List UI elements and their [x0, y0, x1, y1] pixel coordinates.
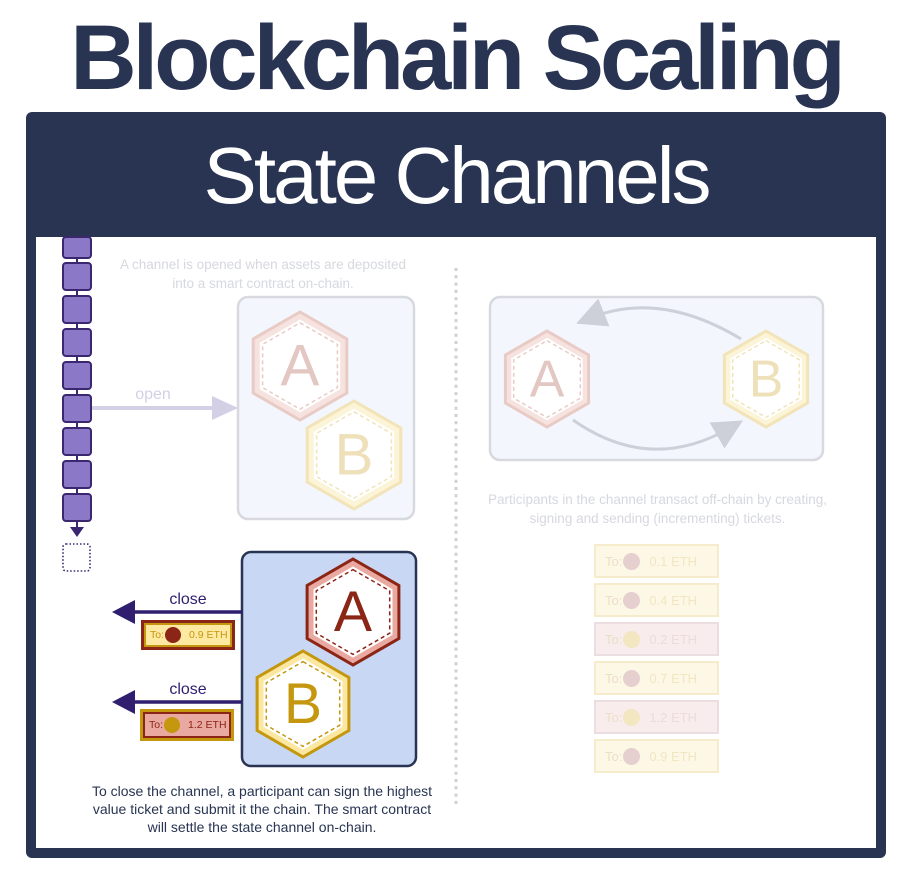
participant-a-hex: A	[305, 557, 401, 667]
open-caption: A channel is opened when assets are depo…	[120, 257, 406, 291]
participant-label: B	[335, 422, 374, 487]
offchain-ticket: To: 0.9 ETH	[594, 739, 719, 773]
ticket-amount: 0.2 ETH	[649, 631, 698, 647]
close-caption: To close the channel, a participant can …	[91, 783, 433, 835]
blockchain	[62, 236, 92, 522]
ticket-amount: 0.7 ETH	[649, 670, 698, 686]
ticket-amount: 0.9 ETH	[649, 748, 698, 764]
participant-label: A	[334, 580, 373, 644]
recipient-b-dot-icon	[623, 708, 641, 726]
participant-a-hex: A	[503, 329, 591, 429]
chain-next-arrow-icon	[70, 527, 84, 537]
ticket-amount: 0.9 ETH	[189, 629, 228, 641]
ticket-to-label: To:	[605, 592, 623, 608]
ticket-amount: 1.2 ETH	[649, 709, 698, 725]
open-label: open	[135, 386, 171, 403]
offchain-ticket: To: 0.2 ETH	[594, 622, 719, 656]
participant-a-hex: A	[251, 310, 349, 422]
participant-b-hex: B	[305, 399, 403, 511]
recipient-b-dot-icon	[164, 717, 181, 733]
chain-block	[62, 236, 92, 259]
chain-block	[62, 493, 92, 522]
main-title: Blockchain Scaling	[70, 7, 846, 109]
pending-block	[62, 543, 91, 572]
offchain-ticket: To: 0.1 ETH	[594, 544, 719, 578]
banner-title: State Channels	[203, 131, 711, 220]
recipient-b-dot-icon	[623, 630, 641, 648]
ticket-to-label: To:	[605, 631, 623, 647]
participant-b-hex: B	[255, 649, 351, 759]
participant-label: B	[284, 672, 322, 736]
close-ticket-a: To: 0.9 ETH	[141, 620, 235, 650]
recipient-a-dot-icon	[623, 591, 641, 609]
chain-block	[62, 394, 92, 423]
offchain-ticket: To: 0.4 ETH	[594, 583, 719, 617]
chain-block	[62, 295, 92, 324]
participant-label: A	[281, 333, 320, 398]
participant-label: B	[749, 349, 784, 407]
transfer-arrow-b-to-a	[576, 298, 742, 341]
transfer-arrow-a-to-b	[572, 418, 744, 451]
ticket-to-label: To:	[149, 719, 164, 731]
ticket-to-label: To:	[605, 553, 623, 569]
chain-block	[62, 361, 92, 390]
offchain-caption: Participants in the channel transact off…	[488, 492, 827, 526]
close-arrowhead-a-icon	[112, 600, 135, 624]
ticket-to-label: To:	[605, 670, 623, 686]
chain-block	[62, 460, 92, 489]
chain-block	[62, 262, 92, 291]
offchain-ticket: To: 1.2 ETH	[594, 700, 719, 734]
close-label-a: close	[169, 591, 207, 608]
chain-block	[62, 328, 92, 357]
ticket-to-label: To:	[605, 709, 623, 725]
close-arrowhead-b-icon	[112, 690, 135, 714]
recipient-a-dot-icon	[623, 552, 641, 570]
close-ticket-b: To: 1.2 ETH	[140, 709, 234, 741]
ticket-to-label: To:	[150, 629, 165, 641]
open-arrowhead-icon	[212, 396, 238, 420]
ticket-amount: 0.4 ETH	[649, 592, 698, 608]
ticket-to-label: To:	[605, 748, 623, 764]
ticket-amount: 0.1 ETH	[649, 553, 698, 569]
chain-block	[62, 427, 92, 456]
offchain-ticket: To: 0.7 ETH	[594, 661, 719, 695]
recipient-a-dot-icon	[623, 669, 641, 687]
recipient-a-dot-icon	[623, 747, 641, 765]
recipient-a-dot-icon	[165, 627, 182, 643]
ticket-amount: 1.2 ETH	[188, 719, 227, 731]
participant-b-hex: B	[722, 329, 810, 429]
participant-label: A	[530, 349, 565, 407]
close-label-b: close	[169, 681, 207, 698]
